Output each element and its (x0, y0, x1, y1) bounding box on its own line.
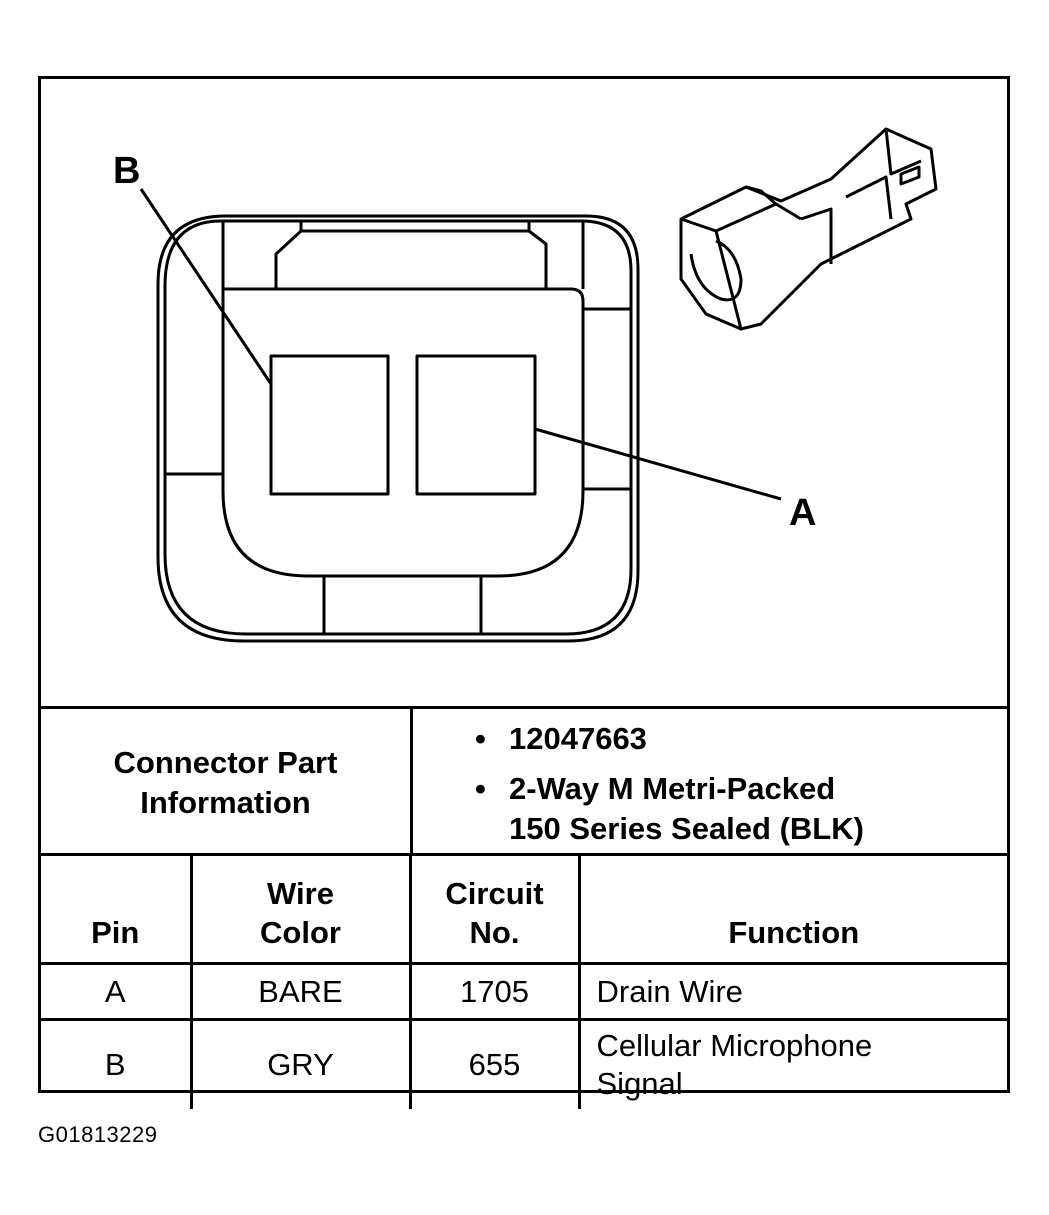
wire-color-cell: GRY (189, 1018, 410, 1109)
connector-terminal-body (221, 287, 585, 578)
table-row: B GRY 655 Cellular Microphone Signal (41, 1018, 1007, 1109)
connector-description: 2-Way M Metri-Packed 150 Series Sealed (… (413, 769, 1007, 849)
connector-diagram-frame: B A Connector Part Information 12047663 … (38, 76, 1010, 1109)
pin-table-header: Pin Wire Color Circuit No. Function (41, 853, 1007, 964)
header-wire-color: Wire Color (189, 853, 410, 964)
leader-line-a (534, 427, 782, 501)
pin-table: Pin Wire Color Circuit No. Function A BA… (41, 853, 1007, 1109)
terminal-cavity-b (269, 354, 390, 496)
header-circuit-no: Circuit No. (408, 853, 579, 964)
connector-outer-shell (156, 214, 640, 643)
circuit-cell: 1705 (408, 962, 579, 1020)
callout-label-a: A (789, 492, 817, 534)
leader-line-b (139, 188, 273, 385)
circuit-cell: 655 (408, 1018, 579, 1109)
table-row: A BARE 1705 Drain Wire (41, 962, 1007, 1020)
wire-color-cell: BARE (189, 962, 410, 1020)
pin-cell: A (41, 962, 191, 1020)
callout-label-b: B (113, 150, 141, 192)
connector-inner-shell (163, 219, 633, 636)
connector-info-list: 12047663 2-Way M Metri-Packed 150 Series… (413, 709, 1007, 856)
figure-id: G01813229 (38, 1122, 158, 1147)
header-function: Function (577, 853, 1007, 964)
terminal-cavity-a (415, 354, 537, 496)
function-cell: Drain Wire (577, 962, 1007, 1020)
connector-info-label: Connector Part Information (41, 709, 413, 856)
connector-isometric-sketch (679, 127, 938, 331)
function-cell: Cellular Microphone Signal (577, 1018, 1007, 1109)
header-pin: Pin (41, 853, 191, 964)
pin-cell: B (41, 1018, 191, 1109)
connector-top-latch (274, 229, 548, 289)
connector-face-drawing (139, 127, 938, 643)
connector-illustration: B A (41, 79, 1007, 706)
connector-part-information: Connector Part Information 12047663 2-Wa… (41, 706, 1007, 856)
part-number: 12047663 (413, 719, 1007, 759)
